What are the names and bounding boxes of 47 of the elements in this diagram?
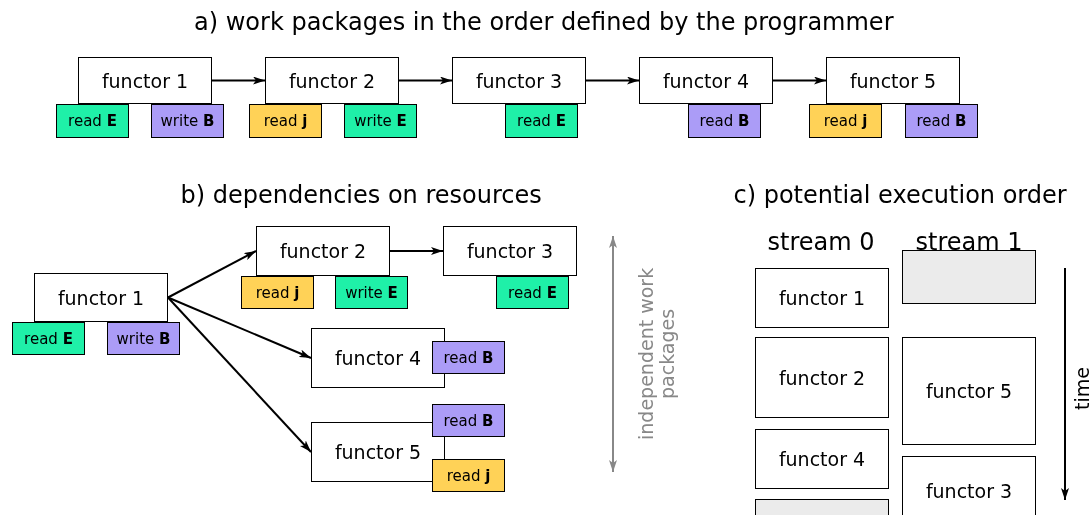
functor-box: functor 4 bbox=[755, 429, 889, 489]
arrow bbox=[167, 250, 257, 299]
functor-box: functor 5 bbox=[902, 337, 1036, 445]
functor-box: functor 3 bbox=[443, 226, 577, 276]
section-heading: b) dependencies on resources bbox=[180, 181, 542, 209]
functor-box: functor 1 bbox=[34, 273, 168, 322]
resource-tag: read j bbox=[809, 104, 882, 138]
column-heading: stream 1 bbox=[915, 228, 1023, 256]
functor-box: functor 3 bbox=[902, 456, 1036, 515]
functor-box: functor 1 bbox=[78, 57, 212, 104]
functor-box: functor 2 bbox=[755, 337, 889, 418]
arrow bbox=[167, 296, 312, 359]
resource-tag: write E bbox=[335, 276, 408, 309]
resource-tag: read E bbox=[56, 104, 129, 138]
functor-box: functor 4 bbox=[311, 328, 445, 388]
resource-tag: read E bbox=[12, 322, 85, 355]
resource-tag: read B bbox=[432, 341, 505, 374]
arrow bbox=[389, 247, 444, 255]
resource-tag: read E bbox=[496, 276, 569, 309]
resource-tag: read B bbox=[432, 404, 505, 437]
resource-tag: read j bbox=[241, 276, 314, 309]
arrow bbox=[167, 296, 312, 453]
functor-box: functor 5 bbox=[826, 57, 960, 104]
functor-box: functor 3 bbox=[452, 57, 586, 104]
functor-box: functor 2 bbox=[256, 226, 390, 276]
arrow bbox=[585, 76, 640, 85]
resource-tag: read B bbox=[905, 104, 978, 138]
section-heading: a) work packages in the order defined by the programmer bbox=[194, 8, 894, 36]
resource-tag: read j bbox=[432, 459, 505, 492]
empty-slot bbox=[902, 250, 1036, 304]
resource-tag: write B bbox=[151, 104, 224, 138]
column-heading: stream 0 bbox=[767, 228, 875, 256]
axis-label: time bbox=[1071, 366, 1089, 410]
resource-tag: write E bbox=[344, 104, 417, 138]
section-heading: c) potential execution order bbox=[733, 181, 1067, 209]
resource-tag: read B bbox=[688, 104, 761, 138]
arrow bbox=[211, 76, 266, 85]
functor-box: functor 1 bbox=[755, 268, 889, 328]
arrow bbox=[772, 76, 827, 85]
axis-label: independent work packages bbox=[636, 266, 678, 442]
functor-box: functor 2 bbox=[265, 57, 399, 104]
resource-tag: write B bbox=[107, 322, 180, 355]
resource-tag: read E bbox=[505, 104, 578, 138]
resource-tag: read j bbox=[249, 104, 322, 138]
arrow bbox=[398, 76, 453, 85]
functor-box: functor 4 bbox=[639, 57, 773, 104]
functor-box: functor 5 bbox=[311, 422, 445, 482]
